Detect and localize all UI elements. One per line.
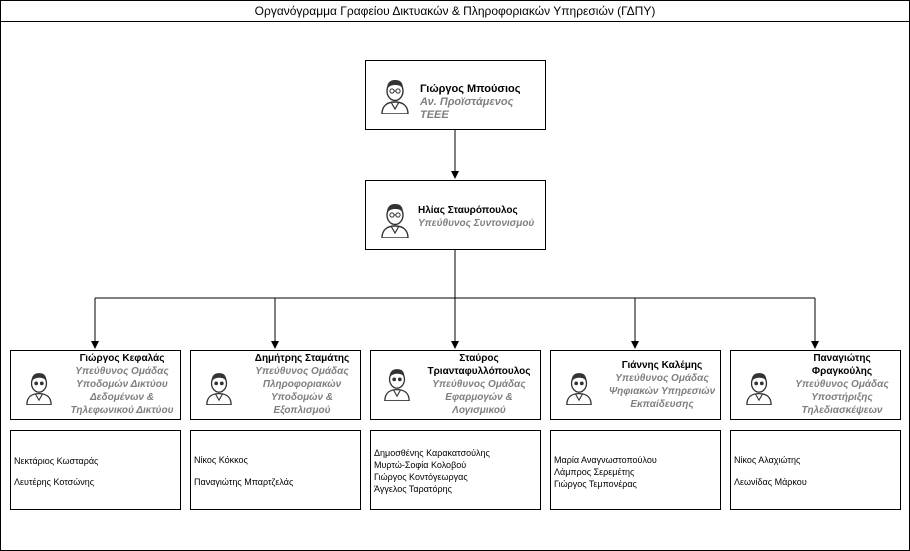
coordinator-box: Ηλίας Σταυρόπουλος Υπεύθυνος Συντονισμού	[365, 180, 546, 250]
team-members-box: Νίκος Κόκκος Παναγιώτης Μπαρτζελάς	[190, 430, 361, 510]
team-leader-name: Γιώργος Κεφαλάς	[79, 353, 165, 364]
diagram-title: Οργανόγραμμα Γραφείου Δικτυακών & Πληροφ…	[1, 1, 909, 22]
coordinator-role: Υπεύθυνος Συντονισμού	[418, 218, 535, 229]
team-role-line: Εκπαίδευσης	[630, 399, 694, 410]
team-role-line: Εφαρμογών &	[445, 392, 513, 403]
team-member: Γιώργος Κοντόγεωργας	[374, 472, 468, 482]
head-role: Αν. Προϊστάμενος ΤΕΕΕ	[420, 96, 514, 121]
team-role-line: Υποστήριξης	[811, 392, 873, 403]
team-role-line: Εξοπλισμού	[273, 405, 331, 416]
team-leader-name: Παναγιώτης	[813, 353, 871, 364]
team-member: Άγγελος Ταρατόρης	[374, 484, 452, 494]
person-avatar-icon	[381, 80, 409, 114]
team-member: Μαρία Αναγνωστοπούλου	[554, 455, 657, 465]
team-role-line: Τηλεδιασκέψεων	[801, 405, 883, 416]
head-box: Γιώργος Μπούσιος Αν. Προϊστάμενος ΤΕΕΕ	[365, 60, 546, 130]
team-member: Νίκος Αλαχιώτης	[734, 455, 801, 465]
team-role-line: Δεδομένων &	[90, 392, 154, 403]
team-role-line: Υποδομών &	[270, 392, 334, 403]
team-members-box: Δημοσθένης Καρακατσούλης Μυρτώ-Σοφία Κολ…	[370, 430, 541, 510]
team-members-box: Μαρία Αναγνωστοπούλου Λάμπρος Σερεμέτης …	[550, 430, 721, 510]
team-role-line: Υπεύθυνος Ομάδας	[795, 379, 889, 390]
coordinator-name: Ηλίας Σταυρόπουλος	[418, 205, 518, 216]
team-member: Λεωνίδας Μάρκου	[734, 477, 807, 487]
team-role-line: Υπεύθυνος Ομάδας	[432, 379, 526, 390]
team-leader-box: Σταύρος Τριανταφυλλόπουλος Υπεύθυνος Ομά…	[370, 350, 541, 420]
team-role-line: Υπεύθυνος Ομάδας	[75, 366, 169, 377]
team-role-line: Τηλεφωνικού Δικτύου	[70, 405, 174, 416]
team-members-box: Νεκτάριος Κωσταράς Λευτέρης Κοτσώνης	[10, 430, 181, 510]
team-member: Δημοσθένης Καρακατσούλης	[374, 448, 490, 458]
person-avatar-icon	[381, 204, 409, 238]
team-role-line: Υποδομών Δικτύου	[76, 379, 168, 390]
team-role-line: Πληροφοριακών	[262, 379, 342, 390]
team-leader-name: Γιάννης Καλέμης	[621, 360, 703, 371]
person-avatar-icon	[26, 373, 52, 405]
person-avatar-icon	[566, 373, 592, 405]
team-leader-box: Γιώργος Κεφαλάς Υπεύθυνος Ομάδας Υποδομώ…	[10, 350, 181, 420]
team-role-line: Υπεύθυνος Ομάδας	[615, 373, 709, 384]
team-leader-name: Φραγκούλης	[811, 366, 873, 377]
team-leader-box: Δημήτρης Σταμάτης Υπεύθυνος Ομάδας Πληρο…	[190, 350, 361, 420]
team-member: Νεκτάριος Κωσταράς	[14, 456, 99, 466]
team-role-line: Υπεύθυνος Ομάδας	[255, 366, 349, 377]
head-name: Γιώργος Μπούσιος	[420, 83, 521, 95]
team-member: Μυρτώ-Σοφία Κολοβού	[374, 460, 467, 470]
team-leader-name: Τριανταφυλλόπουλος	[427, 366, 531, 377]
person-avatar-icon	[746, 373, 772, 405]
team-role-line: Ψηφιακών Υπηρεσιών	[608, 386, 716, 397]
team-member: Νίκος Κόκκος	[194, 455, 248, 465]
team-members-box: Νίκος Αλαχιώτης Λεωνίδας Μάρκου	[730, 430, 901, 510]
team-leader-name: Δημήτρης Σταμάτης	[254, 353, 350, 364]
person-avatar-icon	[206, 373, 232, 405]
team-leader-name: Σταύρος	[459, 353, 499, 364]
team-member: Λάμπρος Σερεμέτης	[554, 467, 635, 477]
team-member: Γιώργος Τεμπονέρας	[554, 479, 637, 489]
person-avatar-icon	[384, 369, 410, 401]
team-role-line: Λογισμικού	[452, 405, 506, 416]
team-leader-box: Παναγιώτης Φραγκούλης Υπεύθυνος Ομάδας Υ…	[730, 350, 901, 420]
team-member: Παναγιώτης Μπαρτζελάς	[194, 477, 294, 487]
team-leader-box: Γιάννης Καλέμης Υπεύθυνος Ομάδας Ψηφιακώ…	[550, 350, 721, 420]
team-member: Λευτέρης Κοτσώνης	[14, 477, 95, 487]
